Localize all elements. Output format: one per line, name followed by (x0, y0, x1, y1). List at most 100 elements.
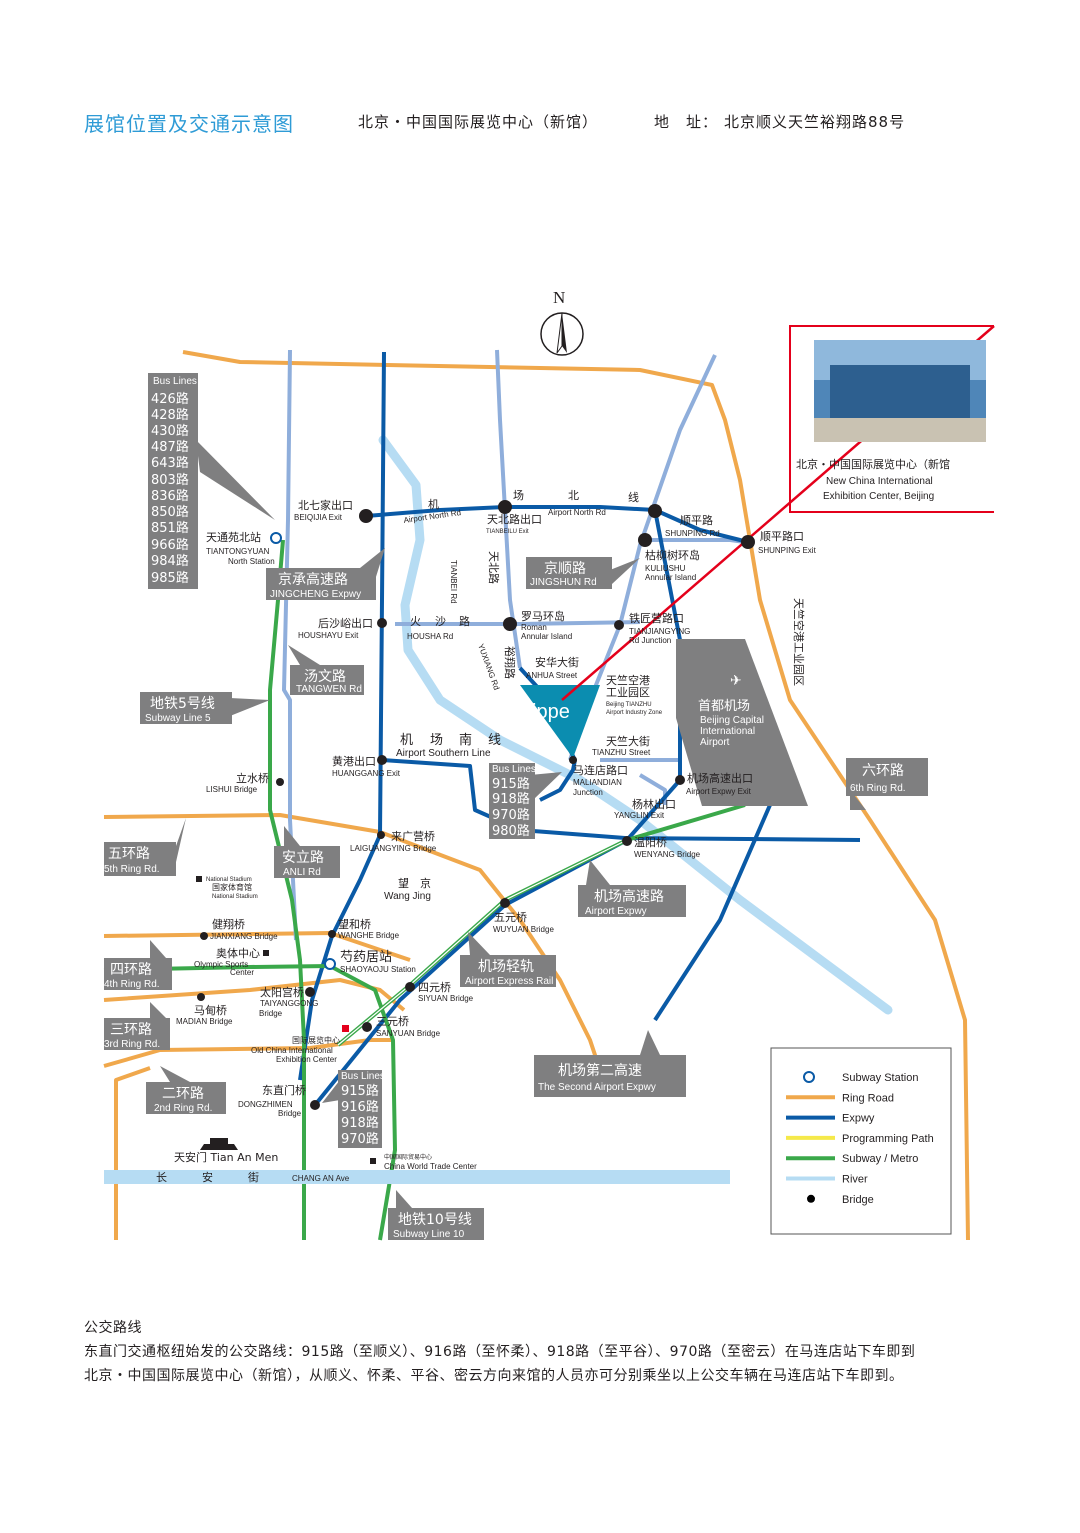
label-siyuan: 四元桥 (418, 981, 451, 994)
callout-ring5: 五环路 5th Ring Rd. (104, 818, 186, 876)
label-maliandian: 马连店路口 (573, 763, 628, 777)
label-kuliushu: 枯柳树环岛 (645, 548, 700, 562)
label-national-stadium: 国家体育馆 (212, 882, 252, 892)
callout-ring6: 六环路 6th Ring Rd. (846, 758, 928, 810)
venue-name: 北京・中国国际展览中心（新馆） (358, 113, 599, 131)
label-wuyuan-en: WUYUAN Bridge (493, 925, 554, 934)
label-old-center: 国际展览中心 (292, 1035, 340, 1045)
cippe-venue (520, 685, 600, 758)
footer-heading: 公交路线 (84, 1320, 142, 1336)
label-shaoyaoju: 芍药居站 (340, 949, 392, 965)
address-label: 地 址： (654, 113, 719, 131)
airport-label-en-3: Airport (700, 737, 730, 748)
bus-route: 985路 (151, 570, 189, 586)
legend-swatch (803, 1071, 815, 1083)
bus-route: 984路 (151, 553, 189, 569)
venue-address: 地 址： 北京顺义天竺裕翔路88号 (654, 111, 911, 132)
label-shaoyaoju-en: SHAOYAOJU Station (340, 965, 416, 974)
label-jianxiang-en: JIANXIANG Bridge (210, 932, 278, 941)
bus-route: 836路 (151, 488, 189, 504)
label-tiantongyuan: 天通苑北站 (206, 530, 261, 544)
label-old-center-en: Exhibition Center (276, 1055, 337, 1064)
bus-route: 980路 (492, 823, 530, 839)
inset-caption-cn: 北京・中国国际展览中心（新馆 (796, 457, 950, 471)
label-anhua: 安华大街 (535, 655, 579, 669)
callout-en: Subway Line 10 (393, 1229, 465, 1240)
label-taiyanggong-en: TAIYANGGONG (260, 999, 318, 1008)
label-kuliushu-en: Annular Island (645, 573, 696, 582)
label-wangjing-en: Wang Jing (384, 891, 431, 902)
callout-second-expwy: 机场第二高速 The Second Airport Expwy (534, 1030, 686, 1097)
label-laiguangying: 来广营桥 (391, 829, 435, 843)
callout-cn: 机场第二高速 (558, 1062, 642, 1079)
label-housha-rd: 火 (410, 615, 421, 628)
label-tianbei-rd-en: TIANBEI Rd (449, 560, 458, 604)
label-lishui: 立水桥 (236, 771, 269, 785)
label-beiqijia: 北七家出口 (298, 498, 353, 512)
label-maliandian-en: Junction (573, 788, 603, 797)
callout-en: The Second Airport Expwy (538, 1082, 656, 1093)
label-maliandian-en: MALIANDIAN (573, 778, 622, 787)
bus-route: 426路 (151, 391, 189, 407)
label-wanghe: 望和桥 (338, 918, 371, 931)
callout-airport-expwy: 机场高速路 Airport Expwy (578, 860, 686, 917)
label-tianzhu-zone: 工业园区 (606, 686, 650, 699)
callout-cn: 汤文路 (304, 669, 346, 685)
label-siyuan-en: SIYUAN Bridge (418, 994, 474, 1003)
airport-label-en-2: International (700, 726, 755, 737)
label-roman-en: Annular Island (521, 632, 572, 641)
label-roman: 罗马环岛 (521, 609, 565, 623)
airport-plane-icon: ✈ (730, 673, 742, 689)
bus-route: 916路 (341, 1099, 379, 1115)
label-shunping-rd: 顺平路 (680, 514, 713, 527)
bus-route: 915路 (492, 776, 530, 792)
label-housha-rd-en: HOUSHA Rd (407, 632, 453, 641)
label-dongzhimen-en: DONGZHIMEN (238, 1100, 293, 1109)
footer-line-2: 北京・中国国际展览中心（新馆），从顺义、怀柔、平谷、密云方向来馆的人员亦可分别乘… (84, 1368, 904, 1384)
label-dongzhimen-en: Bridge (278, 1109, 302, 1118)
callout-en: 3rd Ring Rd. (104, 1039, 160, 1050)
callout-en: Airport Expwy (585, 906, 647, 917)
label-sanyuan: 三元桥 (376, 1015, 409, 1028)
north-compass: N (540, 288, 584, 356)
callout-cn: 四环路 (110, 962, 152, 978)
bus-route: 918路 (341, 1115, 379, 1131)
subway-station-icon (270, 532, 336, 970)
changan-avenue (104, 1170, 730, 1184)
label-tianzhu-st-en: TIANZHU Street (592, 748, 651, 757)
bus-route: 851路 (151, 520, 189, 536)
label-huanggang: 黄港出口 (332, 754, 376, 768)
callout-cn: 京顺路 (544, 561, 586, 577)
map-labels: 北七家出口 BEIQIJIA Exit 机 场 北 线 Airport Nort… (156, 488, 817, 1184)
label-roman-en: Roman (521, 623, 547, 632)
label-airport-north: 场 (513, 488, 524, 502)
label-national-stadium-en: National Stadium (206, 877, 252, 883)
label-shunping-exit-en: SHUNPING Exit (758, 546, 817, 555)
callout-cn: 二环路 (162, 1086, 204, 1102)
north-label: N (553, 288, 565, 307)
address-value: 北京顺义天竺裕翔路88号 (724, 113, 906, 131)
label-tianbeilu-en: TIANBEILU Exit (486, 529, 529, 535)
callout-cn: 机场高速路 (594, 888, 664, 905)
label-airport-north-en: Airport North Rd (548, 508, 606, 517)
callout-cn: 机场轻轨 (478, 959, 534, 975)
bus-route: 430路 (151, 423, 189, 439)
label-airport-north: 北 (568, 489, 579, 502)
callout-jingshun: 京顺路 JINGSHUN Rd (526, 557, 640, 589)
label-airport-south: 南 (459, 732, 472, 748)
callout-ring2: 二环路 2nd Ring Rd. (146, 1066, 226, 1114)
label-wenyang-en: WENYANG Bridge (634, 850, 701, 859)
bus-lines-title: Bus Lines (341, 1071, 385, 1082)
callout-cn: 五环路 (108, 846, 150, 862)
venue-photo-inset: 北京・中国国际展览中心（新馆 New China International E… (789, 325, 994, 513)
bus-lines-callout-mid: Bus Lines 915路 918路 970路 980路 (489, 763, 562, 839)
callout-subway5: 地铁5号线 Subway Line 5 (140, 692, 270, 724)
bus-route: 643路 (151, 455, 189, 471)
legend-label: Programming Path (842, 1133, 934, 1145)
bridge-dots (196, 500, 755, 1164)
airport-label-en-1: Beijing Capital (700, 715, 764, 726)
label-anhua-en: ANHUA Street (526, 671, 578, 680)
legend-label: Subway Station (842, 1072, 918, 1084)
